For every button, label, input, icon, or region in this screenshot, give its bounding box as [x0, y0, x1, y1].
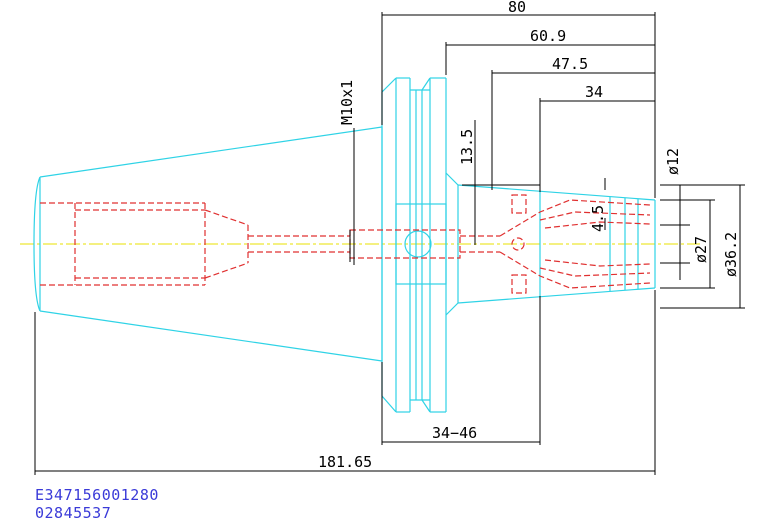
- dim-60-9: 60.9: [530, 27, 566, 45]
- dim-80: 80: [508, 0, 526, 16]
- dim-34-top: 34: [585, 83, 603, 101]
- dimension-lines: [34, 12, 745, 475]
- dim-thread: M10x1: [338, 80, 356, 125]
- dim-47-5: 47.5: [552, 55, 588, 73]
- dim-34-46: 34−46: [432, 424, 477, 442]
- dim-dia-12: ø12: [664, 148, 682, 175]
- part-code-1: E347156001280: [35, 486, 159, 504]
- dim-dia-27: ø27: [692, 236, 710, 263]
- holder-outline: [33, 77, 656, 413]
- dim-13-5: 13.5: [458, 129, 476, 165]
- dim-dia-36-2: ø36.2: [722, 232, 740, 277]
- dim-4-5: 4.5: [589, 205, 607, 232]
- part-code-2: 02845537: [35, 504, 112, 522]
- dim-181-65: 181.65: [318, 453, 372, 471]
